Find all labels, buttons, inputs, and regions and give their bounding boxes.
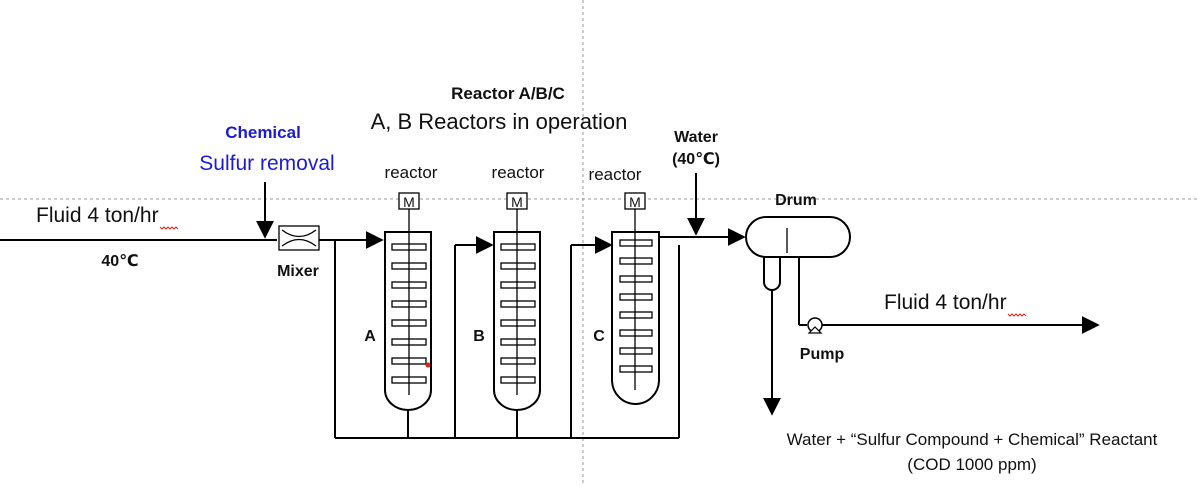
chemical-label: Chemical [225, 123, 301, 142]
reactor-c: M [611, 192, 660, 405]
spellcheck-underline [159, 226, 179, 230]
reactor-a-impellers [391, 243, 427, 384]
reactor-a-name: A [364, 328, 376, 345]
diagram-subtitle: A, B Reactors in operation [371, 109, 628, 134]
reactor-a-motor-label: M [403, 194, 415, 210]
chemical-purpose: Sulfur removal [199, 152, 334, 175]
water-temperature: (40℃) [672, 151, 720, 168]
reactor-b-type: reactor [492, 163, 545, 182]
drum-label: Drum [775, 192, 817, 209]
bottoms-description-line1: Water + “Sulfur Compound + Chemical” Rea… [787, 430, 1158, 449]
spellcheck-underline [1007, 313, 1027, 317]
pump-label: Pump [800, 346, 845, 363]
red-dot-marker [425, 362, 431, 368]
reactor-b-name: B [473, 328, 485, 345]
reactor-c-type: reactor [589, 165, 642, 184]
reactor-c-impellers [619, 239, 653, 373]
reactor-c-name: C [593, 328, 605, 345]
mixer-icon [278, 225, 320, 251]
reactor-a-type: reactor [385, 163, 438, 182]
diagram-title: Reactor A/B/C [451, 84, 565, 103]
reactor-b-impellers [500, 243, 536, 384]
pump-icon [807, 317, 823, 334]
water-label: Water [674, 129, 718, 146]
reactor-b-motor-label: M [511, 194, 523, 210]
outlet-flow-label: Fluid 4 ton/hr [884, 291, 1007, 314]
reactor-c-motor-label: M [629, 194, 641, 210]
inlet-temperature: 40℃ [101, 253, 138, 270]
drum-vessel [745, 216, 851, 291]
bottoms-description-line2: (COD 1000 ppm) [907, 455, 1036, 474]
reactor-b: M [493, 192, 541, 438]
mixer-label: Mixer [277, 263, 319, 280]
reactor-a: M [384, 192, 432, 438]
inlet-flow-label: Fluid 4 ton/hr [36, 204, 159, 227]
